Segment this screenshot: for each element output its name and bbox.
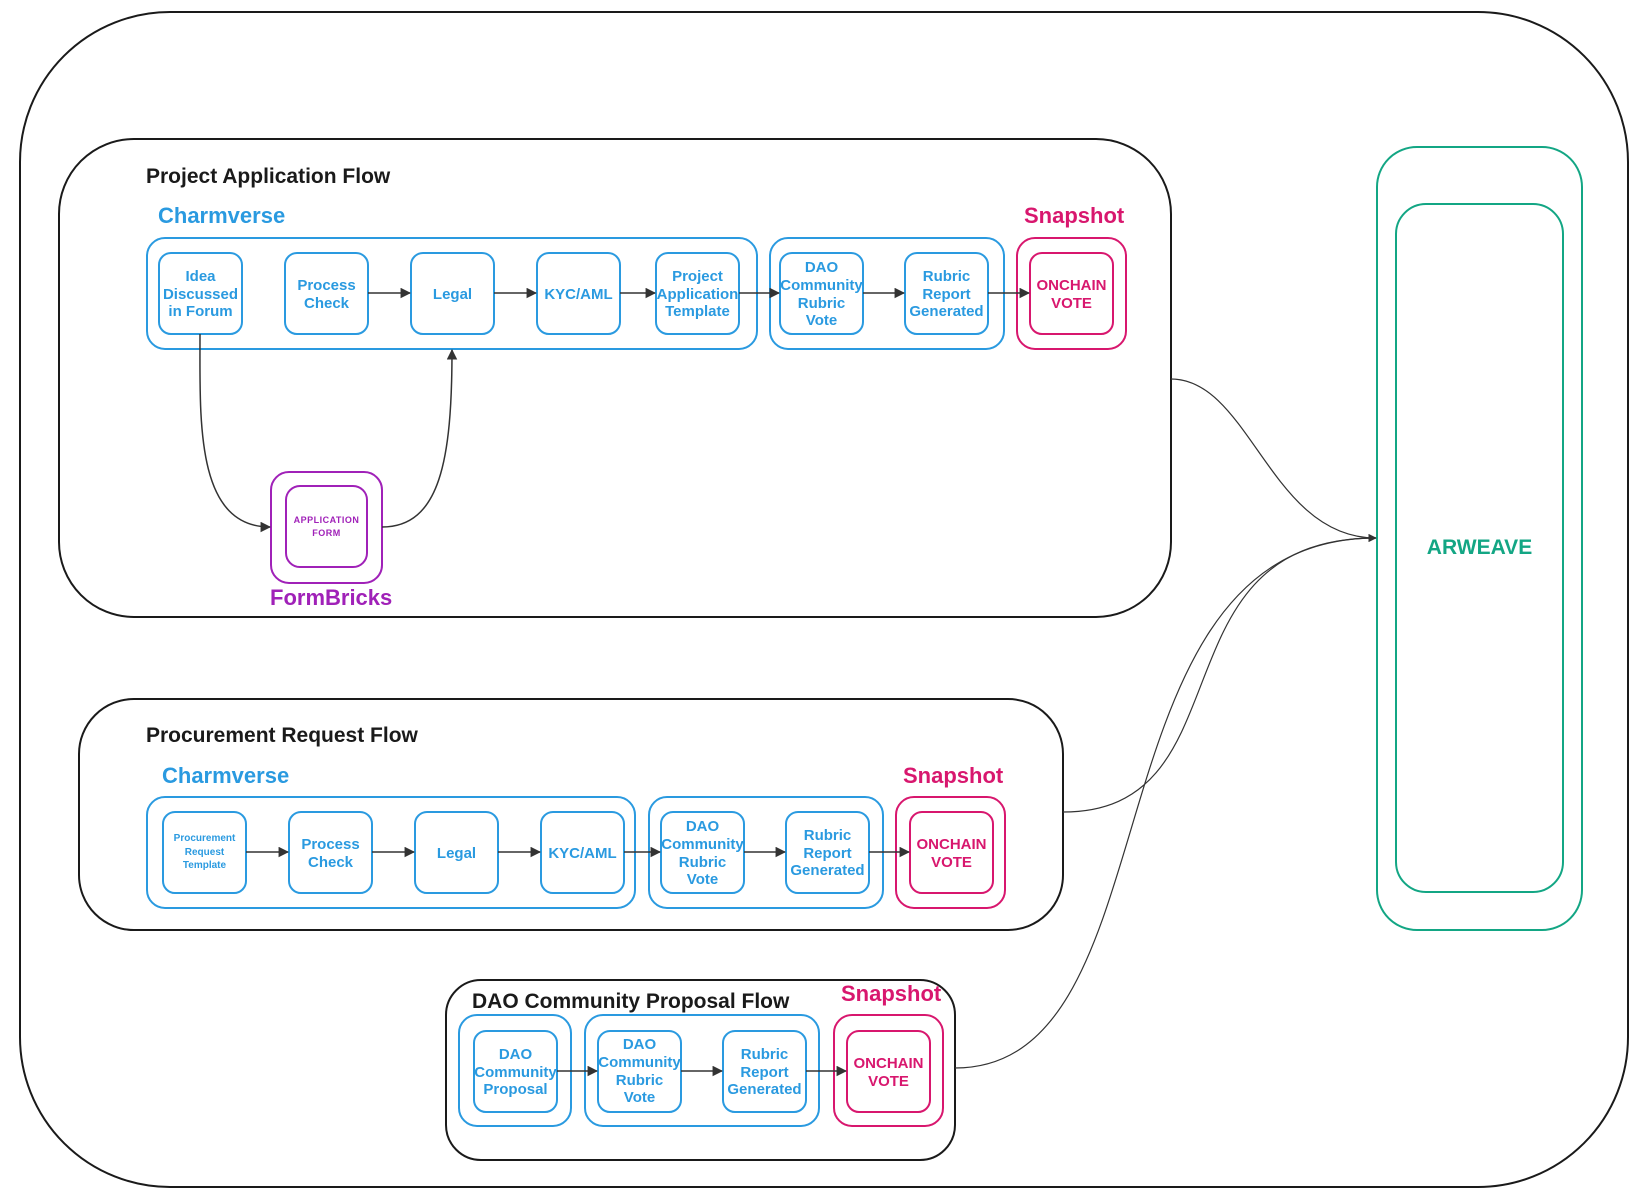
project-charmverse-label: Charmverse (158, 203, 285, 228)
procurement-request-flow: Procurement Request Flow Charmverse Snap… (78, 698, 1064, 931)
svg-text:KYC/AML: KYC/AML (544, 286, 612, 303)
svg-text:KYC/AML: KYC/AML (548, 845, 616, 862)
project-flow-title: Project Application Flow (146, 165, 391, 188)
dao-snapshot-label: Snapshot (841, 981, 942, 1006)
procurement-node-legal: Legal (414, 811, 499, 894)
arweave-outer (1376, 146, 1583, 931)
dao-community-proposal-flow: DAO Community Proposal Flow Snapshot DAO… (445, 979, 956, 1161)
formbricks-label: FormBricks (270, 585, 392, 610)
dao-flow-container (445, 979, 956, 1161)
procurement-snapshot-label: Snapshot (903, 763, 1004, 788)
project-snapshot-label: Snapshot (1024, 203, 1125, 228)
arweave-inner (1395, 203, 1564, 893)
arweave-label: ARWEAVE (1427, 536, 1532, 559)
svg-text:Legal: Legal (437, 845, 476, 862)
project-node-kyc: KYC/AML (536, 252, 621, 335)
dao-flow-title: DAO Community Proposal Flow (472, 990, 790, 1013)
procurement-flow-title: Procurement Request Flow (146, 724, 419, 747)
procurement-to-arweave-connector (1062, 537, 1377, 813)
project-application-flow: Project Application Flow Charmverse Snap… (58, 138, 1172, 618)
project-node-legal: Legal (410, 252, 495, 335)
procurement-flow-container (78, 698, 1064, 931)
procurement-node-kyc: KYC/AML (540, 811, 625, 894)
arweave-connectors (954, 378, 1377, 1069)
project-flow-container (58, 138, 1172, 618)
project-flow-arrows (199, 287, 1031, 533)
dao-to-arweave-connector (954, 537, 1377, 1069)
arweave-block: ARWEAVE (1376, 146, 1583, 931)
project-to-arweave-connector (1170, 378, 1377, 543)
outer-container (19, 11, 1629, 1188)
procurement-charmverse-label: Charmverse (162, 763, 289, 788)
svg-text:Legal: Legal (433, 286, 472, 303)
